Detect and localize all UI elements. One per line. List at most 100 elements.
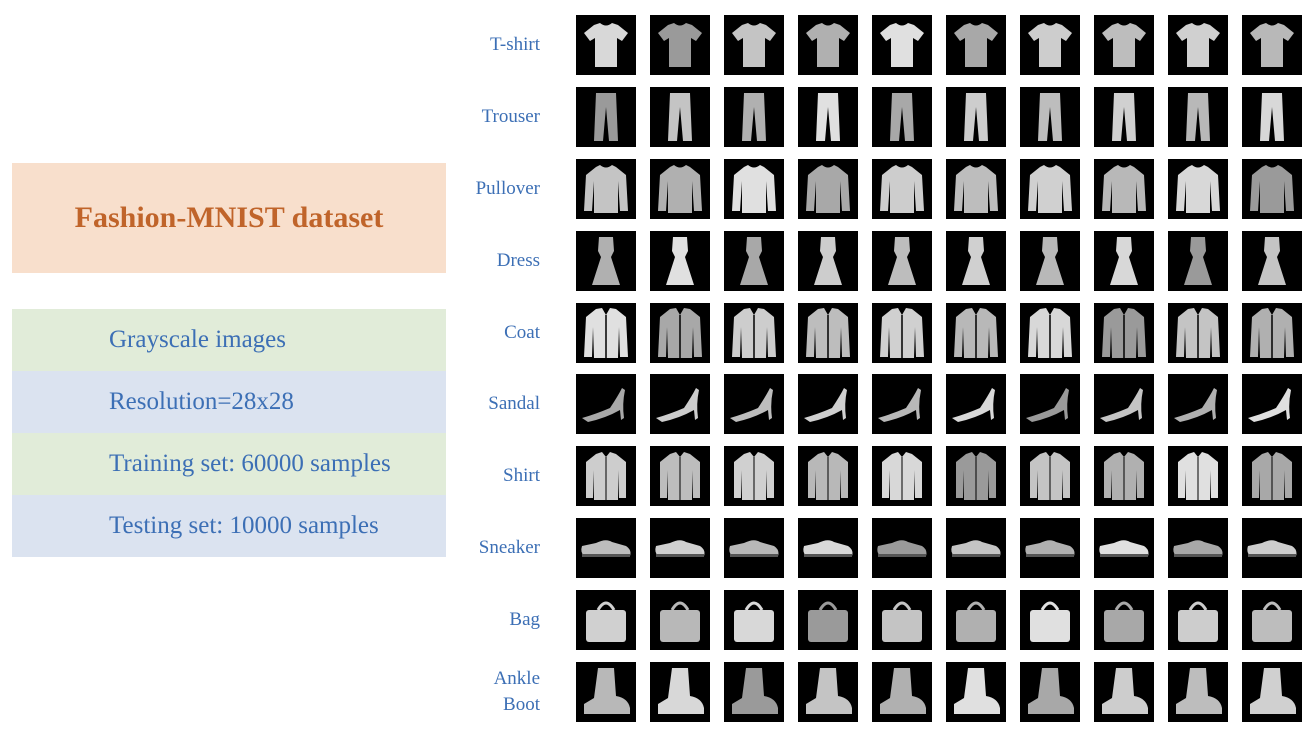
sample-thumbnail (1168, 374, 1228, 434)
sample-thumbnail (872, 87, 932, 147)
sample-thumbnail (724, 662, 784, 722)
pullover-icon (806, 165, 850, 213)
coat-icon (732, 308, 776, 358)
sample-thumbnail (798, 87, 858, 147)
sample-thumbnail (1242, 231, 1302, 291)
sample-thumbnail (1168, 303, 1228, 363)
sandal-icon (1026, 388, 1069, 422)
class-label-pullover: Pullover (475, 178, 540, 199)
sample-thumbnail (1242, 87, 1302, 147)
shirt-icon (1030, 452, 1070, 500)
trouser-icon (964, 93, 988, 141)
shirt-icon (660, 452, 700, 500)
sneaker-icon (1173, 540, 1223, 557)
tshirt-icon (1176, 23, 1220, 67)
sample-thumbnail (798, 590, 858, 650)
sample-thumbnail (576, 15, 636, 75)
tshirt-icon (732, 23, 776, 67)
sample-thumbnail (1242, 159, 1302, 219)
tshirt-icon (880, 23, 924, 67)
sample-thumbnail (946, 159, 1006, 219)
sample-thumbnail (650, 159, 710, 219)
bag-icon (1178, 601, 1218, 642)
sample-thumbnail (1094, 231, 1154, 291)
class-label-dress: Dress (496, 250, 540, 271)
sample-thumbnail (1242, 446, 1302, 506)
trouser-icon (1260, 93, 1284, 141)
sample-thumbnail (1094, 159, 1154, 219)
sample-thumbnail (576, 303, 636, 363)
coat-icon (1028, 308, 1072, 358)
sample-thumbnail (798, 518, 858, 578)
sample-thumbnail (650, 590, 710, 650)
bag-icon (956, 601, 996, 642)
class-label-sandal: Sandal (488, 393, 540, 414)
dress-icon (592, 237, 620, 285)
sneaker-icon (1025, 540, 1075, 557)
shirt-icon (956, 452, 996, 500)
coat-icon (1250, 308, 1294, 358)
sample-thumbnail (1020, 159, 1080, 219)
sample-thumbnail (798, 662, 858, 722)
sample-thumbnail (798, 231, 858, 291)
trouser-icon (816, 93, 840, 141)
sneaker-icon (803, 540, 853, 557)
sample-thumbnail (1020, 662, 1080, 722)
sample-thumbnail (1020, 518, 1080, 578)
sample-thumbnail (1168, 518, 1228, 578)
sample-thumbnail (1242, 662, 1302, 722)
tshirt-icon (658, 23, 702, 67)
dataset-info-list: Grayscale images Resolution=28x28 Traini… (12, 309, 446, 557)
dress-icon (1258, 237, 1286, 285)
sample-thumbnail (1020, 446, 1080, 506)
ankle-boot-icon (732, 668, 778, 714)
dress-icon (1184, 237, 1212, 285)
ankle-boot-icon (880, 668, 926, 714)
ankle-boot-icon (1250, 668, 1296, 714)
sample-thumbnail (872, 303, 932, 363)
sample-thumbnail (798, 303, 858, 363)
tshirt-icon (1250, 23, 1294, 67)
trouser-icon (594, 93, 618, 141)
dress-icon (888, 237, 916, 285)
trouser-icon (890, 93, 914, 141)
sample-thumbnail (724, 518, 784, 578)
sample-thumbnail (650, 231, 710, 291)
tshirt-icon (954, 23, 998, 67)
sandal-icon (804, 388, 847, 422)
sample-thumbnail (724, 590, 784, 650)
sample-thumbnail (576, 518, 636, 578)
shirt-icon (1252, 452, 1292, 500)
sample-thumbnail (1020, 590, 1080, 650)
ankle-boot-icon (584, 668, 630, 714)
sample-thumbnail (872, 590, 932, 650)
pullover-icon (954, 165, 998, 213)
sample-thumbnail (1168, 662, 1228, 722)
sample-thumbnail (576, 662, 636, 722)
pullover-icon (658, 165, 702, 213)
tshirt-icon (806, 23, 850, 67)
sample-thumbnail (1020, 303, 1080, 363)
sample-thumbnail (1242, 303, 1302, 363)
sample-thumbnail (1168, 590, 1228, 650)
sandal-icon (878, 388, 921, 422)
sample-thumbnail (724, 446, 784, 506)
sample-thumbnail (946, 231, 1006, 291)
bag-icon (1252, 601, 1292, 642)
bag-icon (734, 601, 774, 642)
sample-thumbnail (1242, 374, 1302, 434)
sample-thumbnail (1094, 518, 1154, 578)
sample-thumbnail (576, 590, 636, 650)
sneaker-icon (877, 540, 927, 557)
tshirt-icon (1102, 23, 1146, 67)
info-item-training-set: Training set: 60000 samples (12, 433, 446, 495)
sample-thumbnail (576, 87, 636, 147)
shirt-icon (882, 452, 922, 500)
sample-thumbnail (650, 518, 710, 578)
sandal-icon (730, 388, 773, 422)
sample-thumbnail (872, 231, 932, 291)
pullover-icon (732, 165, 776, 213)
pullover-icon (1176, 165, 1220, 213)
bag-icon (1104, 601, 1144, 642)
